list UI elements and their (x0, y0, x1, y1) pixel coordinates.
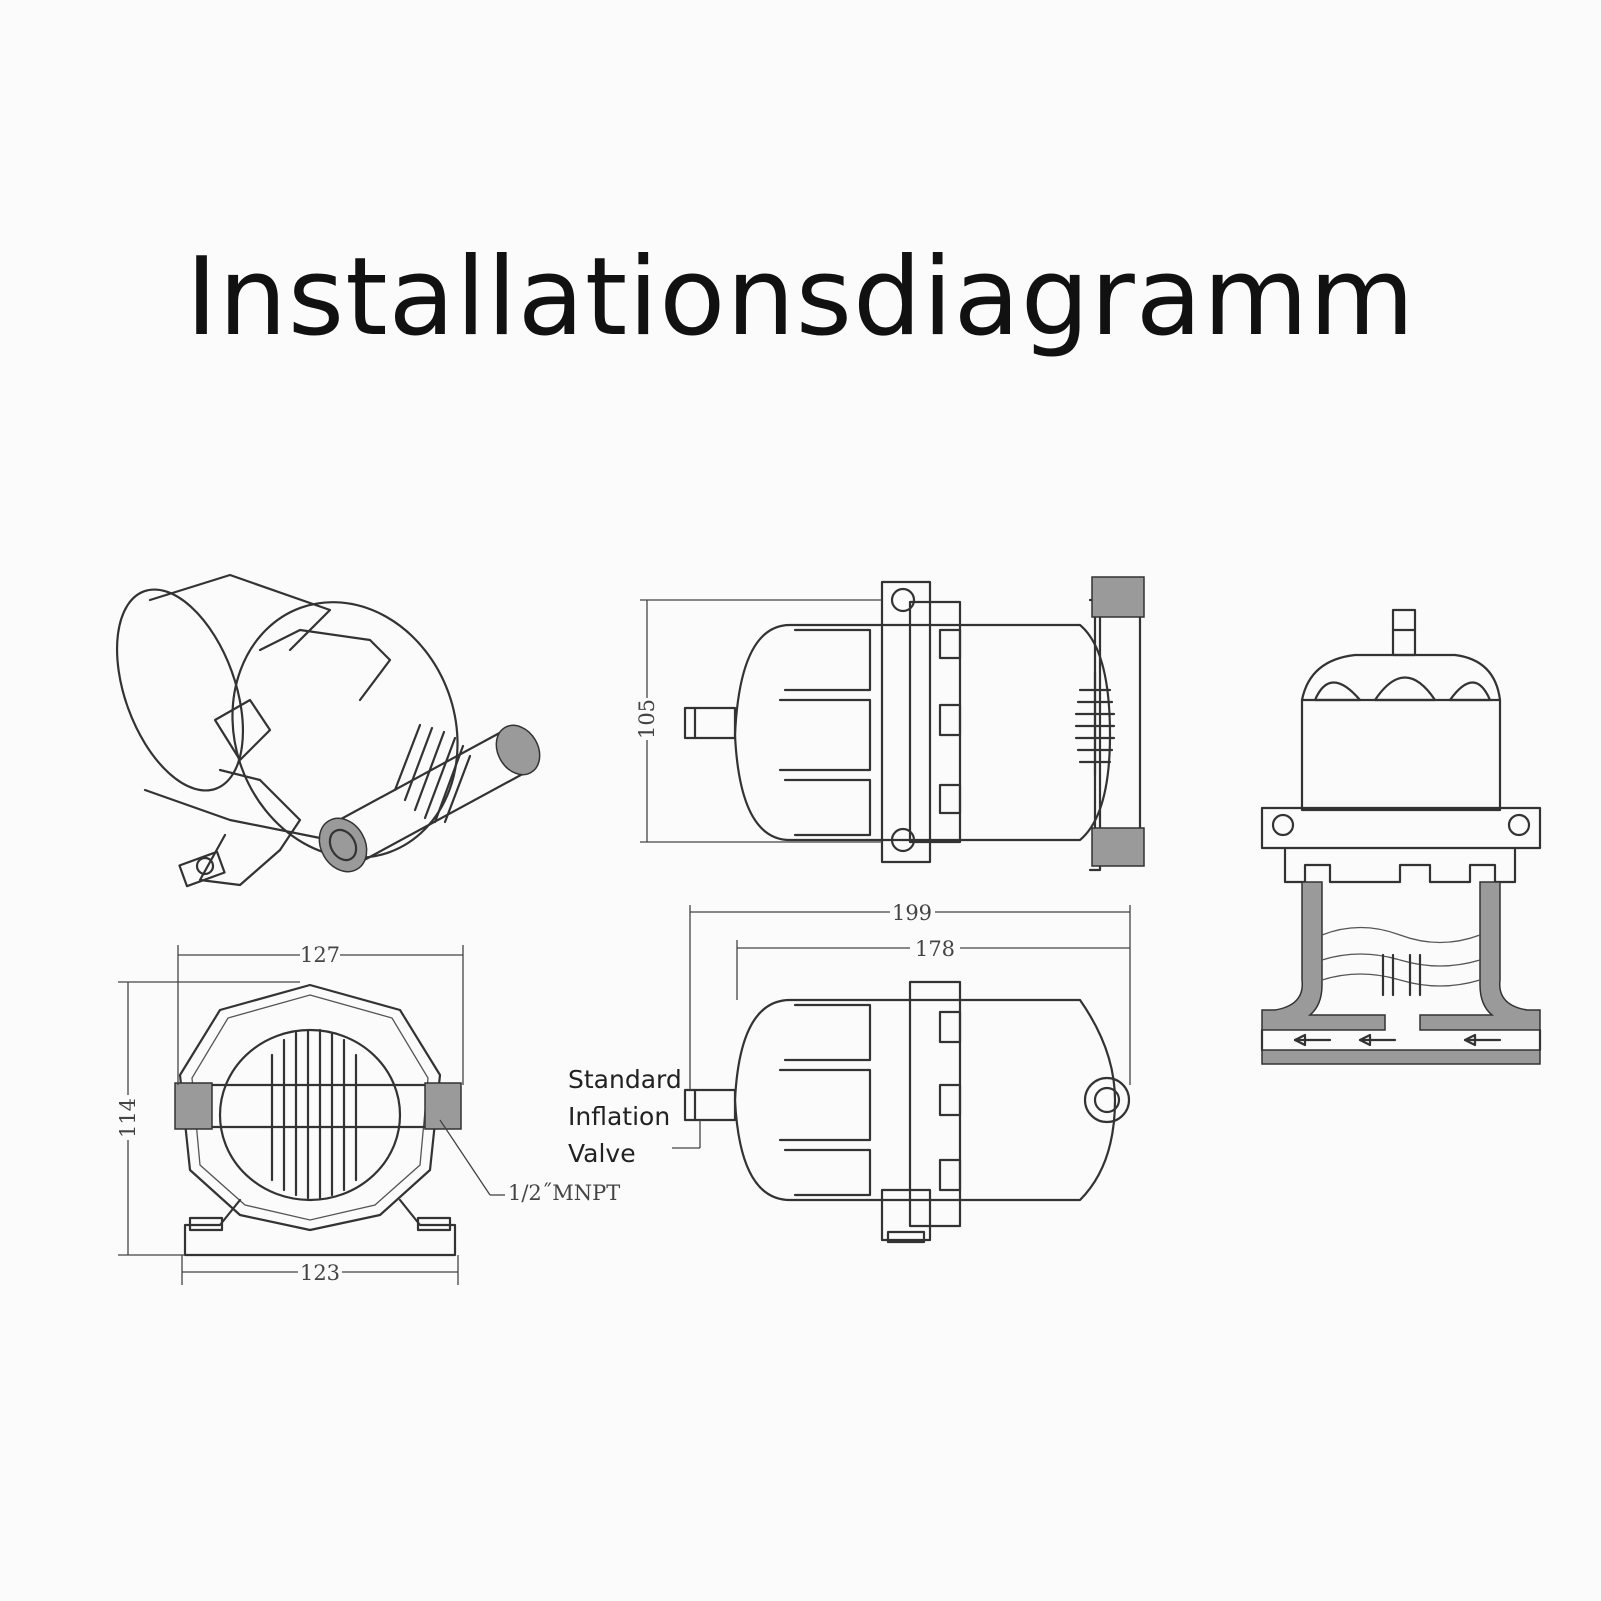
top-view (640, 576, 1145, 872)
isometric-view (115, 573, 541, 888)
dim-bottom-total-length: 199 (892, 901, 932, 925)
front-view (118, 945, 505, 1285)
isometric-port-tube (318, 724, 541, 873)
side-view (672, 905, 1131, 1244)
isometric-grille (393, 723, 472, 824)
front-grille (270, 1028, 358, 1200)
section-view (1260, 608, 1542, 1065)
valve-label-line3: Valve (568, 1139, 636, 1168)
dim-front-height: 114 (116, 1098, 140, 1138)
valve-label-line1: Standard (568, 1065, 682, 1094)
thread-label: 1/2˝MNPT (508, 1181, 620, 1205)
dim-front-width-top: 127 (300, 943, 340, 967)
dim-bottom-body-length: 178 (915, 937, 955, 961)
valve-label-line2: Inflation (568, 1102, 670, 1131)
top-view-fins (1074, 670, 1116, 777)
dim-front-base-width: 123 (300, 1261, 340, 1285)
diagram-title: Installationsdiagramm (185, 235, 1416, 360)
dim-side-height: 105 (635, 699, 659, 739)
